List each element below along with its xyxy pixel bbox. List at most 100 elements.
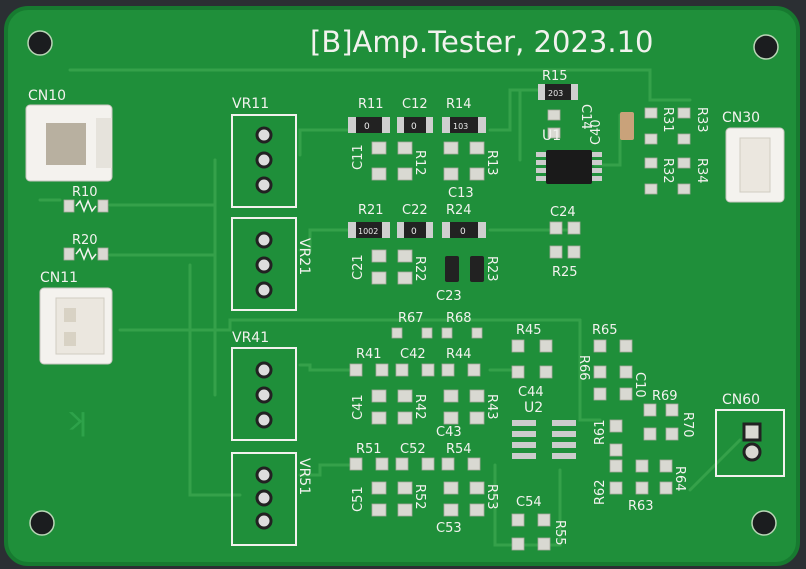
r34-label: R34 (694, 158, 709, 184)
trimmer-vr11: VR11 (231, 96, 297, 208)
ic-u2: U2 (512, 400, 576, 459)
mounting-holes (27, 30, 779, 536)
copper-traces (38, 68, 742, 547)
pad (539, 339, 553, 353)
pin (512, 453, 536, 459)
pad (537, 513, 551, 527)
smd-c12: C12 0 (397, 97, 433, 133)
resistor-symbol (75, 198, 97, 214)
pad (382, 222, 390, 238)
footprint-group-c54: C54 R55 (511, 495, 567, 551)
pad (375, 457, 389, 471)
trimmer-vr51: VR51 (231, 452, 312, 546)
r51-label: R51 (356, 442, 382, 457)
pad (443, 389, 459, 403)
pad (397, 503, 413, 517)
pad (397, 271, 413, 285)
pad (421, 327, 433, 339)
c14-label: C14 (578, 104, 593, 130)
trace (188, 263, 242, 497)
pin (255, 151, 273, 169)
pad (677, 157, 691, 169)
c41-label: C41 (351, 394, 366, 420)
pad (471, 327, 483, 339)
pad (571, 84, 578, 100)
pad (659, 481, 673, 495)
r65-label: R65 (592, 323, 618, 338)
r25-label: R25 (552, 265, 578, 280)
c51-label: C51 (351, 486, 366, 512)
pad (644, 183, 658, 195)
pad (567, 245, 581, 259)
footprint-group-4: R65 R66 C10 R69 R70 R61 R62 R64 R63 (576, 323, 695, 514)
pad (537, 537, 551, 551)
r20-label: R20 (72, 233, 98, 248)
pad (426, 117, 433, 133)
pin (536, 168, 546, 173)
c22-label: C22 (402, 203, 428, 218)
r14-label: R14 (446, 97, 472, 112)
chip-marking: 203 (548, 89, 563, 98)
smd-r21: R21 1002 (348, 203, 390, 238)
trace (118, 68, 692, 102)
c44-label: C44 (518, 385, 544, 400)
connector-cn10: CN10 (25, 88, 113, 182)
r61-label: R61 (593, 419, 608, 445)
r41-label: R41 (356, 347, 382, 362)
trace (488, 88, 542, 132)
footprint-group-1: C11 R12 R13 C13 (351, 141, 499, 201)
c23-label: C23 (436, 289, 462, 304)
r52-label: R52 (412, 484, 427, 510)
footprint-group-3: R41 C42 R44 C41 R42 R43 C43 (349, 347, 499, 440)
chip-body (397, 117, 433, 133)
pad (609, 419, 623, 433)
pad (665, 403, 679, 417)
r62-label: R62 (593, 479, 608, 505)
r15-label: R15 (542, 69, 568, 84)
pad (511, 537, 525, 551)
c53-label: C53 (436, 521, 462, 536)
r53-label: R53 (484, 484, 499, 510)
pad (549, 245, 563, 259)
c54-label: C54 (516, 495, 542, 510)
pad (511, 513, 525, 527)
board-title: [B]Amp.Tester, 2023.10 (310, 25, 653, 59)
c12-label: C12 (402, 97, 428, 112)
vr51-label: VR51 (296, 458, 312, 495)
pcb-substrate (6, 8, 798, 564)
pin (255, 176, 273, 194)
r55-label: R55 (552, 520, 567, 546)
chip-body (442, 117, 486, 133)
c52-label: C52 (400, 442, 426, 457)
pin (536, 176, 546, 181)
resistor-symbol (75, 246, 97, 262)
cn11-socket (55, 297, 105, 355)
cn10-label: CN10 (28, 88, 66, 104)
pad (511, 365, 525, 379)
pad (539, 365, 553, 379)
r22-label: R22 (412, 256, 427, 282)
footprint-group-5: R51 C52 R54 C51 R52 R53 C53 (349, 442, 499, 536)
capacitor-c14 (547, 109, 561, 139)
pad (469, 141, 485, 155)
pad (677, 107, 691, 119)
pad (395, 457, 409, 471)
pad (441, 327, 453, 339)
vr21-label: VR21 (296, 238, 312, 275)
cn11-label: CN11 (40, 270, 78, 286)
pad (397, 389, 413, 403)
c21-label: C21 (351, 254, 366, 280)
pin (255, 281, 273, 299)
pad (348, 222, 356, 238)
mounting-hole-bottom-right (751, 510, 777, 536)
pad (659, 459, 673, 473)
r66-label: R66 (576, 355, 591, 381)
pad (371, 481, 387, 495)
pin (255, 386, 273, 404)
pin (512, 420, 536, 426)
pad (441, 457, 455, 471)
c43-label: C43 (436, 425, 462, 440)
pin (536, 152, 546, 157)
pad (397, 411, 413, 425)
